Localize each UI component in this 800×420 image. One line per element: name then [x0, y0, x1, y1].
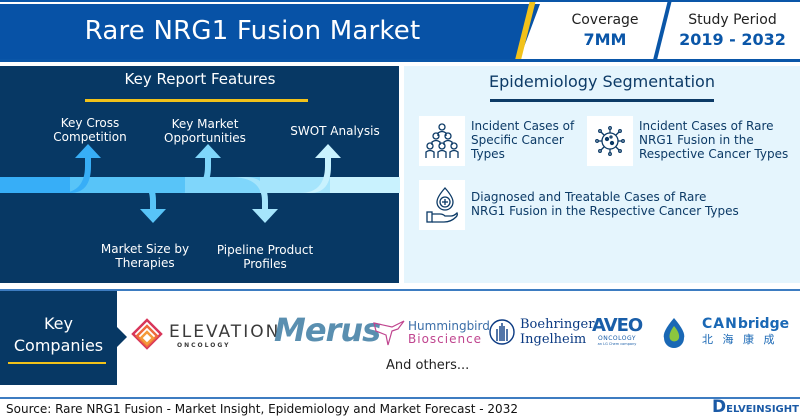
logo-canbridge: CANbridge 北 海 康 成	[660, 316, 789, 348]
epidemiology-heading: Epidemiology Segmentation	[489, 72, 715, 91]
coverage-block: Coverage 7MM	[555, 12, 655, 49]
key-report-features-panel: Key Report Features Key Cross Competit	[0, 66, 400, 283]
segment-diagnosed-treatable: Diagnosed and Treatable Cases of Rare NR…	[471, 190, 739, 218]
arrow-down-icon	[120, 177, 166, 223]
feature-swot-analysis: SWOT Analysis	[290, 124, 380, 138]
segment-incident-rare-nrg1: Incident Cases of Rare NRG1 Fusion in th…	[639, 119, 789, 161]
page-title: Rare NRG1 Fusion Market	[84, 16, 421, 46]
key-companies-label-box: Key Companies	[0, 291, 117, 385]
delveinsight-initial: D	[712, 397, 727, 417]
logo-boehringer-ingelheim: Boehringer Ingelheim	[488, 317, 594, 347]
study-period-block: Study Period 2019 - 2032	[670, 12, 795, 49]
delveinsight-wordmark: ELVEINSIGHT	[726, 404, 799, 415]
elevation-chevron-icon	[131, 318, 163, 350]
hand-drop-icon	[419, 180, 465, 230]
heading-underline	[85, 99, 308, 102]
source-text: Source: Rare NRG1 Fusion - Market Insigh…	[6, 402, 518, 416]
segment-incident-specific-cancer: Incident Cases of Specific Cancer Types	[471, 119, 575, 161]
feature-market-size-by-therapies: Market Size by Therapies	[100, 242, 190, 270]
coverage-label: Coverage	[571, 12, 639, 28]
feature-arrows-graphic	[0, 144, 400, 223]
study-period-value: 2019 - 2032	[679, 30, 786, 49]
boehringer-icon	[489, 319, 515, 345]
header: Rare NRG1 Fusion Market Coverage 7MM Stu…	[0, 0, 800, 62]
virus-icon	[587, 116, 633, 166]
feature-key-market-opportunities: Key Market Opportunities	[164, 117, 246, 145]
footer-divider	[0, 397, 800, 399]
study-period-label: Study Period	[688, 12, 777, 28]
companies-underline	[8, 362, 106, 364]
and-others-text: And others...	[386, 358, 470, 373]
key-report-features-heading: Key Report Features	[124, 70, 276, 88]
header-underline	[0, 59, 800, 62]
canbridge-drop-icon	[663, 318, 685, 348]
logo-merus: Merus	[274, 311, 381, 349]
key-companies-label: Key Companies	[13, 314, 104, 355]
arrow-up-icon	[60, 144, 101, 193]
arrow-up-icon	[180, 144, 221, 193]
logo-elevation-oncology: ELEVATION ONCOLOGY	[131, 318, 280, 352]
section-divider	[0, 289, 800, 291]
arrow-up-icon	[300, 144, 341, 193]
hummingbird-icon	[373, 320, 405, 346]
logo-aveo-oncology: AVEO ONCOLOGY an LG Chem company	[592, 315, 643, 347]
companies-pointer	[117, 327, 127, 347]
heading-underline	[490, 99, 714, 102]
title-bar	[0, 4, 540, 62]
blue-divider	[652, 2, 672, 62]
arrow-down-icon	[230, 177, 278, 223]
people-group-icon	[419, 116, 465, 166]
feature-pipeline-product-profiles: Pipeline Product Profiles	[216, 243, 314, 271]
delveinsight-logo: D ELVEINSIGHT	[712, 399, 799, 416]
logo-hummingbird-bioscience: Hummingbird Bioscience	[372, 317, 490, 349]
feature-key-cross-competition: Key Cross Competition	[53, 116, 127, 144]
epidemiology-segmentation-panel: Epidemiology Segmentation Incident Cases…	[404, 66, 800, 283]
coverage-value: 7MM	[583, 30, 627, 49]
